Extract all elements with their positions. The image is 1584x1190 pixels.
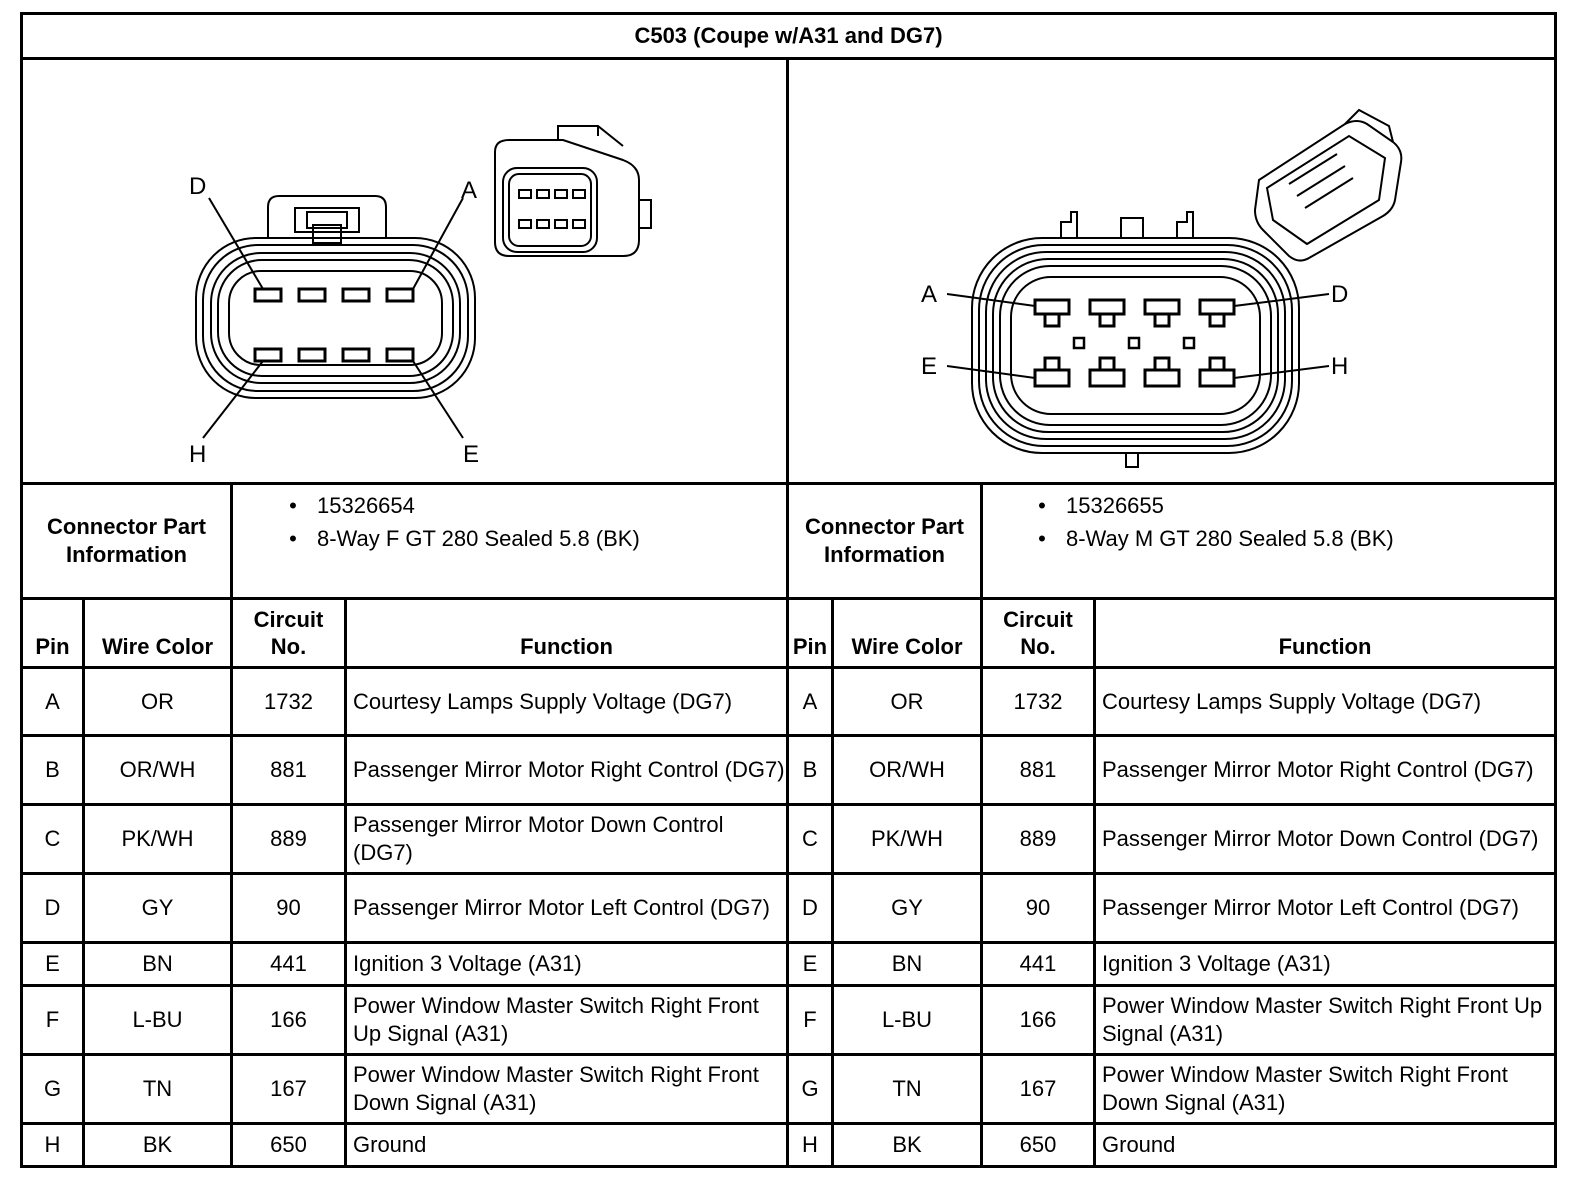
right-cell-pin: A <box>802 688 818 714</box>
right-cell-pin: H <box>802 1132 818 1157</box>
right-cell-function: Ignition 3 Voltage (A31) <box>1102 951 1331 976</box>
right-cell-circuit: 441 <box>1019 951 1057 976</box>
left-info-item: •8-Way F GT 280 Sealed 5.8 (BK) <box>289 526 640 551</box>
right-cell-circuit: 881 <box>1019 757 1057 782</box>
header-wire-right: Wire Color <box>851 634 963 659</box>
female-connector-drawing: D A H E <box>189 125 652 468</box>
right-cell-circuit: 650 <box>1019 1132 1057 1157</box>
male-pin-label-a: A <box>921 281 937 308</box>
right-cell-pin: C <box>802 826 818 851</box>
header-function-left: Function <box>520 634 613 659</box>
left-cell-circuit: 881 <box>270 757 307 782</box>
left-cell-circuit: 650 <box>270 1132 307 1157</box>
left-cell-function: Ignition 3 Voltage (A31) <box>353 951 582 976</box>
left-cell-wire: PK/WH <box>121 826 194 851</box>
right-cell-circuit: 167 <box>1019 1076 1057 1101</box>
left-cell-circuit: 167 <box>270 1076 307 1101</box>
left-cell-pin: F <box>45 1007 60 1032</box>
right-cell-circuit: 166 <box>1019 1007 1057 1032</box>
right-cell-function: Power Window Master Switch Right Front U… <box>1102 993 1543 1046</box>
header-function-right: Function <box>1278 634 1372 659</box>
female-pin-label-e: E <box>463 441 479 468</box>
right-cell-wire: BK <box>892 1132 922 1157</box>
left-cell-wire: GY <box>141 895 174 920</box>
left-cell-function: Passenger Mirror Motor Right Control (DG… <box>353 757 785 782</box>
right-cell-function: Courtesy Lamps Supply Voltage (DG7) <box>1102 688 1482 714</box>
right-cell-wire: OR/WH <box>869 757 945 782</box>
right-info-item: •8-Way M GT 280 Sealed 5.8 (BK) <box>1038 526 1394 551</box>
left-info-item: •15326654 <box>289 493 415 518</box>
right-cell-wire: BN <box>891 951 923 976</box>
right-cell-pin: D <box>802 895 818 920</box>
left-cell-function: Ground <box>353 1132 427 1157</box>
connector-sheet: C503 (Coupe w/A31 and DG7) <box>20 12 1557 1168</box>
left-cell-pin: H <box>44 1132 61 1157</box>
left-cell-function: Passenger Mirror Motor Down Control (DG7… <box>353 812 724 865</box>
right-cell-circuit: 1732 <box>1013 688 1063 714</box>
right-cell-pin: F <box>803 1007 817 1032</box>
right-info-label: Connector Part Information <box>805 514 964 567</box>
left-cell-circuit: 1732 <box>264 688 313 714</box>
left-cell-wire: L-BU <box>132 1007 183 1032</box>
female-pin-label-d: D <box>189 173 206 200</box>
right-cell-function: Ground <box>1102 1132 1176 1157</box>
male-pin-label-e: E <box>921 353 937 380</box>
right-cell-pin: G <box>801 1076 819 1101</box>
right-info-item: •15326655 <box>1038 493 1164 518</box>
left-cell-wire: TN <box>142 1076 173 1101</box>
right-cell-function: Passenger Mirror Motor Left Control (DG7… <box>1102 895 1519 920</box>
male-pin-label-h: H <box>1331 353 1348 380</box>
left-cell-pin: B <box>45 757 60 782</box>
right-cell-circuit: 889 <box>1019 826 1057 851</box>
header-wire-left: Wire Color <box>101 634 214 659</box>
left-info-label: Connector Part Information <box>47 514 206 567</box>
right-cell-wire: L-BU <box>881 1007 933 1032</box>
right-cell-pin: E <box>802 951 818 976</box>
right-cell-function: Power Window Master Switch Right Front D… <box>1102 1062 1508 1115</box>
left-cell-wire: OR/WH <box>119 757 196 782</box>
male-connector-diagram: A D E H <box>789 60 1554 482</box>
right-cell-wire: OR <box>890 688 924 714</box>
left-cell-wire: BN <box>142 951 173 976</box>
left-cell-function: Courtesy Lamps Supply Voltage (DG7) <box>353 688 733 714</box>
right-cell-wire: GY <box>891 895 923 920</box>
left-cell-pin: A <box>45 688 60 714</box>
left-cell-pin: G <box>43 1076 62 1101</box>
male-connector-drawing: A D E H <box>921 108 1403 468</box>
right-cell-function: Passenger Mirror Motor Down Control (DG7… <box>1102 826 1539 851</box>
left-cell-circuit: 166 <box>270 1007 307 1032</box>
header-circuit-right: Circuit No. <box>1003 607 1073 659</box>
left-cell-pin: E <box>45 951 60 976</box>
left-cell-circuit: 441 <box>270 951 307 976</box>
left-cell-circuit: 889 <box>270 826 307 851</box>
female-pin-label-h: H <box>189 441 206 468</box>
header-circuit-left: Circuit No. <box>253 607 324 659</box>
right-cell-pin: B <box>802 757 818 782</box>
right-cell-wire: PK/WH <box>870 826 944 851</box>
left-cell-function: Power Window Master Switch Right Front U… <box>353 993 759 1046</box>
left-cell-function: Passenger Mirror Motor Left Control (DG7… <box>353 895 770 920</box>
sheet-title: C503 (Coupe w/A31 and DG7) <box>23 15 1554 60</box>
left-cell-wire: OR <box>141 688 174 714</box>
right-info-list: •15326655 •8-Way M GT 280 Sealed 5.8 (BK… <box>1018 489 1394 555</box>
left-cell-pin: C <box>44 826 61 851</box>
right-cell-wire: TN <box>892 1076 922 1101</box>
right-cell-circuit: 90 <box>1025 895 1051 920</box>
left-info-list: •15326654 •8-Way F GT 280 Sealed 5.8 (BK… <box>269 489 640 555</box>
female-connector-diagram: D A H E <box>23 60 789 482</box>
header-pin-left: Pin <box>35 634 70 659</box>
header-pin-right: Pin <box>792 634 828 659</box>
left-cell-wire: BK <box>142 1132 173 1157</box>
left-cell-function: Power Window Master Switch Right Front D… <box>353 1062 759 1115</box>
left-cell-circuit: 90 <box>276 895 301 920</box>
male-pin-label-d: D <box>1331 281 1348 308</box>
left-cell-pin: D <box>44 895 61 920</box>
female-pin-label-a: A <box>461 177 477 204</box>
right-cell-function: Passenger Mirror Motor Right Control (DG… <box>1102 757 1534 782</box>
